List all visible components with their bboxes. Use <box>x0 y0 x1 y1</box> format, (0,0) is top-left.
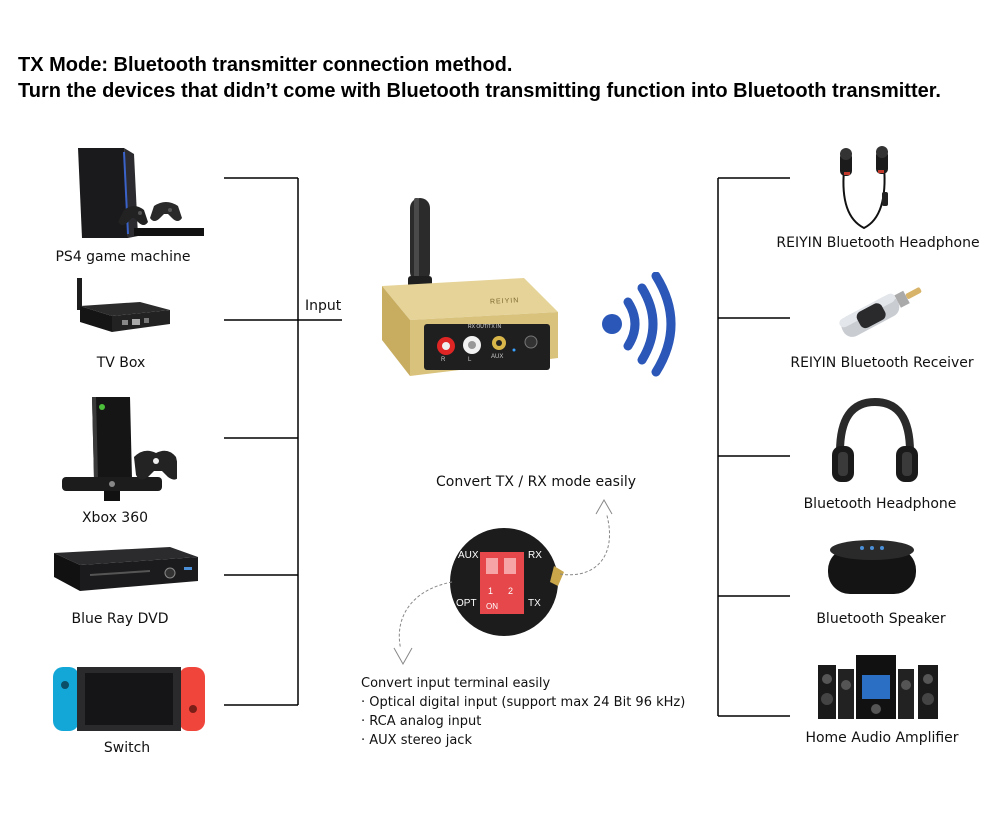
port-label-aux: AUX <box>491 354 504 360</box>
switch-position-1: 1 <box>488 586 494 596</box>
switch-console-icon <box>53 665 205 733</box>
switch-on-label: ON <box>486 602 498 611</box>
dvd-player-icon <box>50 545 200 597</box>
output-label-headphone: Bluetooth Headphone <box>803 496 957 512</box>
tv-box-icon <box>72 276 172 338</box>
xbox-console-icon <box>62 395 177 505</box>
input-notes: Convert input terminal easily · Optical … <box>361 674 685 750</box>
diagram-title: TX Mode: Bluetooth transmitter connectio… <box>18 52 941 104</box>
output-label-home-audio: Home Audio Amplifier <box>805 730 959 746</box>
output-label-speaker: Bluetooth Speaker <box>816 611 946 627</box>
input-note-aux: · AUX stereo jack <box>361 733 472 748</box>
headphone-icon <box>830 396 920 488</box>
input-notes-heading: Convert input terminal easily <box>361 676 551 691</box>
ps4-console-icon <box>68 144 218 244</box>
switch-position-2: 2 <box>508 586 514 596</box>
port-label-l: L <box>468 357 472 363</box>
output-label-earphones: REIYIN Bluetooth Headphone <box>776 235 980 251</box>
dip-switch-closeup: AUX OPT RX TX 1 2 ON <box>446 526 566 638</box>
input-label-ps4: PS4 game machine <box>55 249 191 265</box>
switch-caption: Convert TX / RX mode easily <box>436 474 637 490</box>
switch-label-tx: TX <box>528 598 541 609</box>
input-label-dvd: Blue Ray DVD <box>71 611 169 627</box>
input-note-rca: · RCA analog input <box>361 714 482 729</box>
switch-label-aux: AUX <box>458 550 479 561</box>
switch-label-rx: RX <box>528 550 542 561</box>
input-label: Input <box>305 298 342 314</box>
speaker-icon <box>824 536 920 598</box>
input-label-switch: Switch <box>103 740 151 756</box>
input-label-tv-box: TV Box <box>96 355 146 371</box>
title-line-2: Turn the devices that didn’t come with B… <box>18 80 941 102</box>
earphones-icon <box>834 146 894 232</box>
title-line-1: TX Mode: Bluetooth transmitter connectio… <box>18 54 513 76</box>
bluetooth-signal-icon <box>596 272 676 382</box>
bluetooth-transmitter-device: REIYIN RX OUT/TX IN R L AUX <box>374 190 564 380</box>
input-label-xbox: Xbox 360 <box>81 510 149 526</box>
home-audio-icon <box>814 655 942 721</box>
input-note-optical: · Optical digital input (support max 24 … <box>361 695 686 710</box>
port-label-r: R <box>441 357 446 363</box>
switch-label-opt: OPT <box>456 598 477 609</box>
device-panel-text: RX OUT/TX IN <box>468 324 502 330</box>
output-label-receiver: REIYIN Bluetooth Receiver <box>790 355 974 371</box>
bluetooth-receiver-icon <box>832 276 928 346</box>
